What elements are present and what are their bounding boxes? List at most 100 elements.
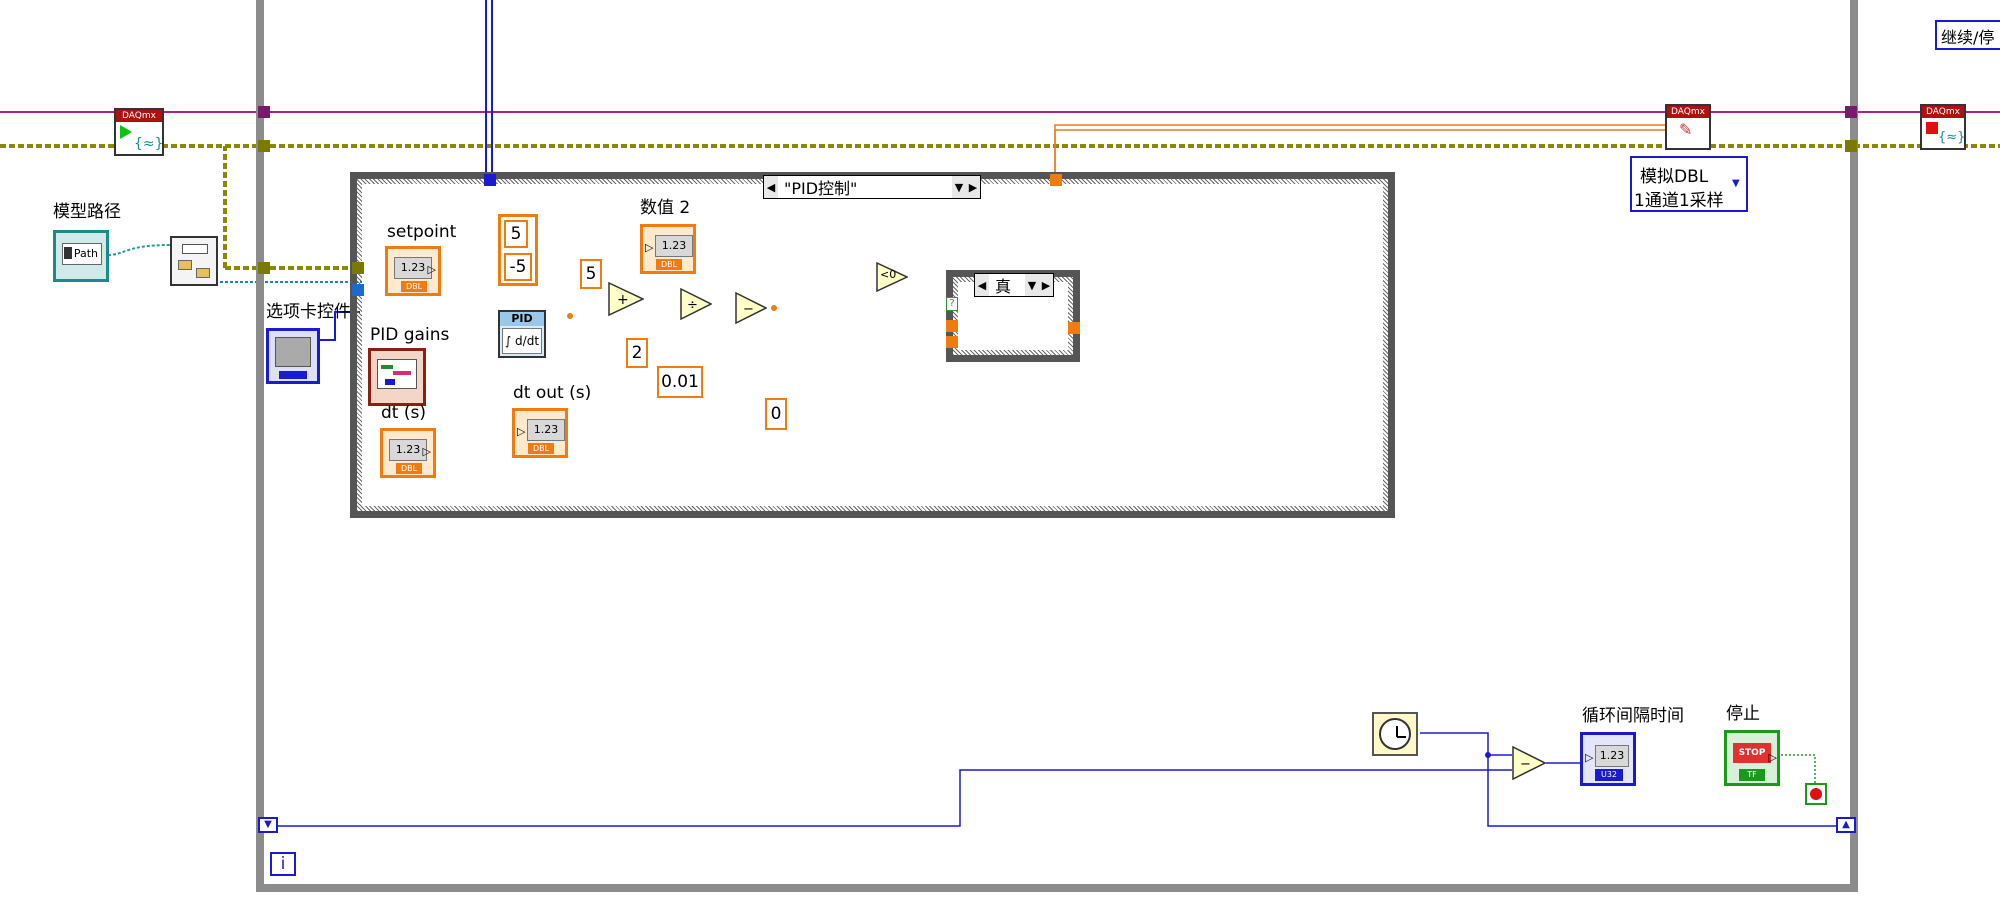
less-than-zero-text: <0 <box>880 268 897 281</box>
folder-icon <box>64 247 72 259</box>
svg-text:+: + <box>617 292 629 308</box>
pid-gains-control[interactable] <box>368 348 426 406</box>
loop-condition-terminal <box>1805 783 1827 805</box>
const-2[interactable]: 2 <box>626 338 648 368</box>
inner-case-selector-terminal: ? <box>946 297 958 311</box>
inner-case-tunnel-out <box>1068 322 1080 334</box>
dt-type-tag: DBL <box>396 463 422 474</box>
case-dropdown-arrow[interactable]: ▼ <box>952 176 966 198</box>
subtract-node[interactable]: − <box>735 292 767 324</box>
stop-waveform-icon: {≈} <box>1938 130 1966 145</box>
u32-tag: U32 <box>1595 769 1623 781</box>
value2-type-tag: DBL <box>656 259 682 270</box>
setpoint-display: 1.23 <box>394 257 432 279</box>
tab-control-label: 选项卡控件 <box>266 302 351 322</box>
open-model-vi[interactable] <box>170 236 218 286</box>
junction-dot <box>771 305 777 311</box>
dt-out-label: dt out (s) <box>513 383 592 403</box>
inner-case-next-arrow[interactable]: ▶ <box>1039 274 1053 296</box>
value2-indicator: ▷ 1.23 DBL <box>640 224 696 274</box>
const-5-mid[interactable]: 5 <box>580 259 602 289</box>
inner-case-tunnel-in <box>946 320 958 332</box>
inner-case-prev-arrow[interactable]: ◀ <box>975 274 989 296</box>
dt-out-indicator: ▷ 1.23 DBL <box>512 408 568 458</box>
shift-register-right: ▲ <box>1836 817 1856 833</box>
less-than-zero-node[interactable] <box>876 262 908 292</box>
continue-stop-button[interactable]: 继续/停 <box>1935 20 2000 50</box>
inner-case-tunnel-in-2 <box>946 336 958 348</box>
inner-case-selector[interactable]: ◀ 真 ▼ ▶ <box>974 273 1054 297</box>
svg-text:−: − <box>1520 757 1531 772</box>
divide-node[interactable]: ÷ <box>680 288 712 320</box>
const-0[interactable]: 0 <box>765 398 787 430</box>
case-tunnel-task <box>352 262 364 274</box>
const-0-01[interactable]: 0.01 <box>657 366 703 398</box>
pid-math-icon: ∫ d/dt <box>502 328 542 354</box>
case-tunnel-selector <box>352 284 364 296</box>
path-display: Path <box>62 243 102 265</box>
daqmx-start-task[interactable]: DAQmx {≈} <box>114 108 164 156</box>
pencil-icon: ✎ <box>1679 120 1693 139</box>
error-tunnel-right <box>1845 106 1857 118</box>
setpoint-type-tag: DBL <box>401 281 427 292</box>
inner-case-dropdown-arrow[interactable]: ▼ <box>1025 274 1039 296</box>
waveform-icon: {≈} <box>134 136 164 152</box>
loop-interval-indicator: ▷ 1.23 U32 <box>1580 732 1636 786</box>
pid-gains-label: PID gains <box>370 325 450 345</box>
iteration-terminal: i <box>270 852 296 876</box>
case-selector[interactable]: ◀ "PID控制" ▼ ▶ <box>763 175 981 199</box>
stop-square-icon <box>1926 122 1938 134</box>
poly-line2: 1通道1采样 <box>1634 191 1724 211</box>
case-prev-arrow[interactable]: ◀ <box>764 176 778 198</box>
polymorphic-selector[interactable]: 模拟DBL 1通道1采样 ▼ <box>1630 156 1748 212</box>
junction-dot-blue <box>1485 752 1491 758</box>
dt-out-type-tag: DBL <box>528 443 554 454</box>
stop-sign-icon <box>1810 788 1822 800</box>
case-tunnel-top-blue <box>484 174 496 186</box>
tf-tag: TF <box>1739 769 1765 781</box>
daqmx-write[interactable]: DAQmx ✎ <box>1665 104 1711 150</box>
loop-interval-display: 1.23 <box>1595 745 1629 767</box>
tab-control-icon <box>275 337 311 367</box>
svg-text:÷: ÷ <box>687 298 698 313</box>
daqmx-stop-task[interactable]: DAQmx {≈} <box>1920 104 1966 150</box>
case-tunnel-top-orange <box>1050 174 1062 186</box>
value2-label: 数值 2 <box>640 198 691 218</box>
value2-display: 1.23 <box>655 235 693 257</box>
pid-title: PID <box>500 312 544 326</box>
tick-count-timer[interactable] <box>1372 712 1418 756</box>
poly-dropdown-arrow[interactable]: ▼ <box>1732 178 1740 189</box>
loop-interval-label: 循环间隔时间 <box>1582 706 1684 726</box>
while-loop <box>256 0 1858 892</box>
shift-register-left: ▼ <box>258 817 278 833</box>
task-tunnel-left <box>258 140 270 152</box>
clock-icon <box>1379 718 1411 750</box>
case-selector-label: "PID控制" <box>784 179 858 198</box>
daqmx-stop-banner: DAQmx <box>1922 106 1964 118</box>
play-icon <box>120 125 132 139</box>
const-5-top[interactable]: 5 <box>504 220 528 248</box>
stop-button-control[interactable]: STOP TF ▷ <box>1724 730 1780 786</box>
pid-vi[interactable]: PID ∫ d/dt <box>498 310 546 358</box>
stop-label: 停止 <box>1726 704 1760 724</box>
setpoint-control[interactable]: 1.23 ▷ DBL <box>385 246 441 296</box>
case-next-arrow[interactable]: ▶ <box>966 176 980 198</box>
daqmx-banner: DAQmx <box>116 110 162 122</box>
tab-control[interactable] <box>266 328 320 384</box>
dt-display: 1.23 <box>389 439 427 461</box>
setpoint-label: setpoint <box>387 222 457 242</box>
dt-control[interactable]: 1.23 ▷ DBL <box>380 428 436 478</box>
daqmx-write-banner: DAQmx <box>1667 106 1709 118</box>
dt-label: dt (s) <box>381 403 426 423</box>
svg-text:−: − <box>743 302 754 317</box>
poly-line1: 模拟DBL <box>1640 167 1709 187</box>
error-tunnel-left <box>258 106 270 118</box>
const-neg5[interactable]: -5 <box>504 253 532 281</box>
continue-stop-label: 继续/停 <box>1941 28 1995 47</box>
junction-dot-2 <box>567 313 573 319</box>
add-node[interactable]: + <box>608 282 644 316</box>
task-tunnel-left-2 <box>258 262 270 274</box>
subtract-time-node[interactable]: − <box>1512 746 1546 780</box>
inner-case-label: 真 <box>995 277 1012 296</box>
model-path-control[interactable]: Path <box>53 230 109 282</box>
